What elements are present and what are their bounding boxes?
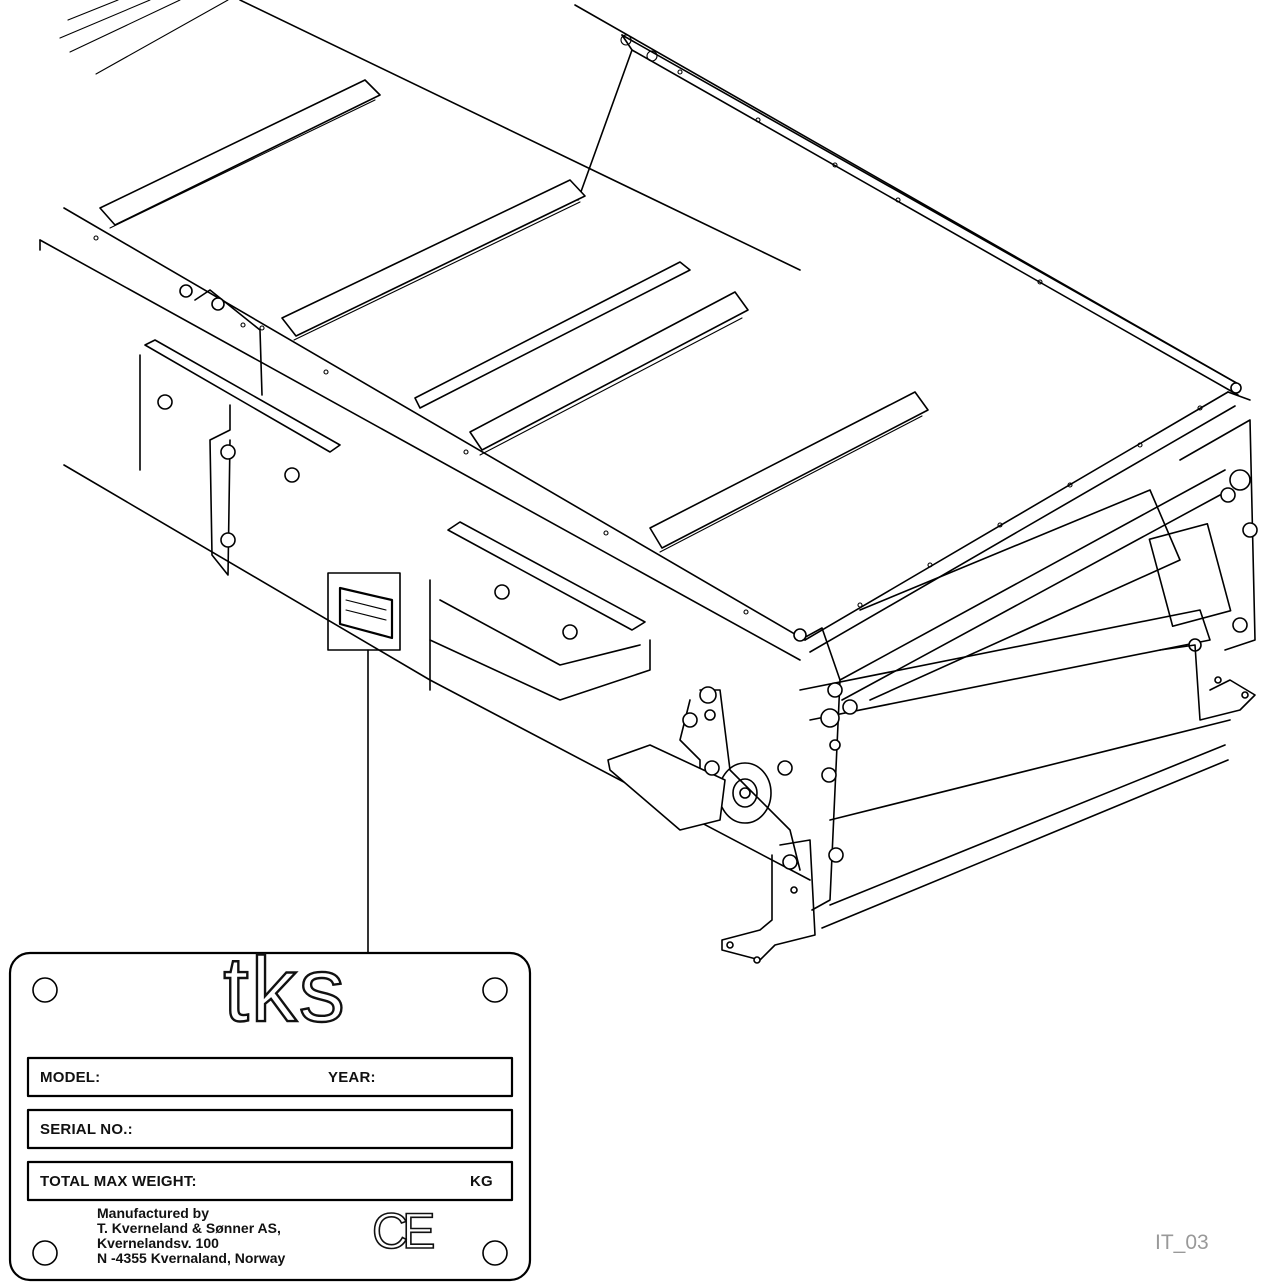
ce-mark: CE xyxy=(371,1203,436,1259)
year-label: YEAR: xyxy=(328,1069,376,1086)
weight-label: TOTAL MAX WEIGHT: xyxy=(40,1173,197,1190)
conveyor-slats xyxy=(99,79,929,553)
weight-unit: KG xyxy=(470,1173,493,1190)
machine-nameplate-callout xyxy=(327,572,401,954)
manufacturer-line: T. Kverneland & Sønner AS, xyxy=(97,1220,281,1236)
top-cover-strips xyxy=(59,0,229,75)
manufacturer-address: Manufactured by T. Kverneland & Sønner A… xyxy=(97,1206,285,1266)
left-bracket xyxy=(93,235,749,615)
conveyor-bed xyxy=(39,0,1251,881)
drawing-code: IT_03 xyxy=(1155,1231,1209,1254)
nameplate-enlarged xyxy=(8,951,532,1282)
model-label: MODEL: xyxy=(40,1069,101,1086)
brand-logo: tks xyxy=(222,939,347,1041)
serial-label: SERIAL NO.: xyxy=(40,1121,133,1138)
manufacturer-line: N -4355 Kvernaland, Norway xyxy=(97,1250,286,1266)
manufacturer-line: Manufactured by xyxy=(97,1205,210,1221)
manufacturer-line: Kvernelandsv. 100 xyxy=(97,1235,219,1251)
frame-holes xyxy=(620,34,1242,608)
drive-assembly xyxy=(607,419,1258,964)
middle-plate xyxy=(429,521,651,701)
